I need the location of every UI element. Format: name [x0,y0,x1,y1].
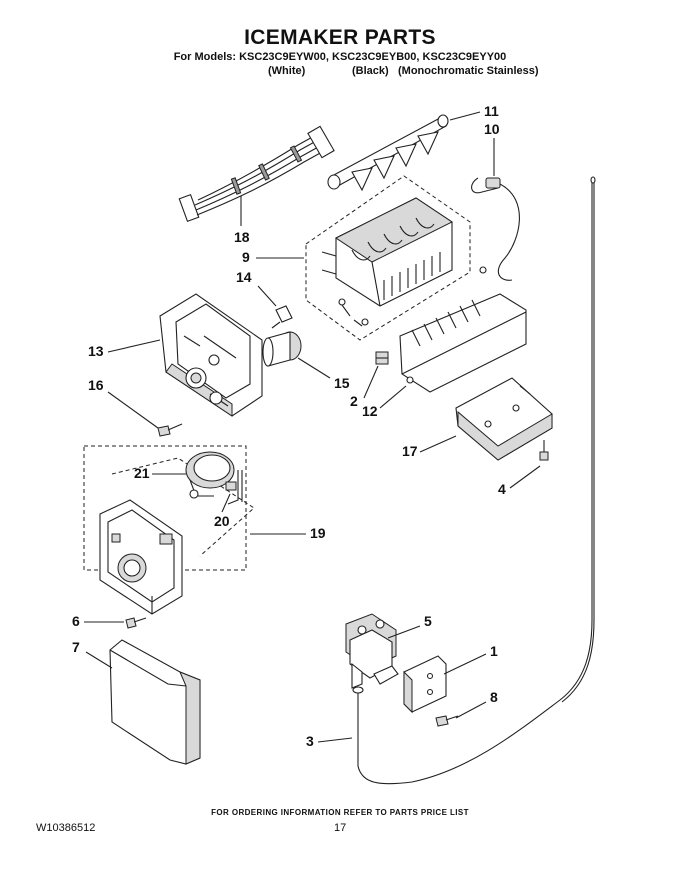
water-valve-part [345,613,399,694]
screw-16-part [157,423,183,437]
screw-4-part [539,440,549,461]
callout-17: 17 [402,443,418,459]
document-number: W10386512 [36,822,96,834]
solenoid-part [239,331,302,369]
ejector-part [327,114,449,192]
ice-stripper-part [399,293,527,393]
callout-9: 9 [242,249,250,265]
ice-mold-part [321,197,453,327]
callouts: 11 10 18 9 14 13 15 2 12 16 17 4 [72,103,541,749]
variant-black-label: (Black) [352,65,389,77]
callout-8: 8 [490,689,498,705]
clip-part [375,351,389,365]
callout-5: 5 [424,613,432,629]
motor-part [185,451,235,499]
control-module-part [159,293,263,417]
page-number: 17 [334,822,347,834]
thermostat-part [471,150,520,281]
screw-6-part [125,617,147,629]
callout-19: 19 [310,525,326,541]
variant-white-label: (White) [268,65,306,77]
ordering-note: FOR ORDERING INFORMATION REFER TO PARTS … [211,808,469,817]
callout-11: 11 [484,103,499,119]
thermistor-part [225,470,243,505]
callout-4: 4 [498,481,506,497]
water-tube-part [357,176,596,785]
callout-18: 18 [234,229,250,245]
callout-12: 12 [362,403,378,419]
callout-7: 7 [72,639,80,655]
callout-6: 6 [72,613,80,629]
callout-2: 2 [350,393,358,409]
icemaker-mount-bracket-part [455,377,553,461]
callout-14: 14 [236,269,252,285]
callout-13: 13 [88,343,104,359]
module-cover-part [109,639,201,765]
icemaker-assembly-outline [305,175,471,341]
valve-bracket-part [403,655,447,714]
module-assembly-outline [83,445,247,571]
callout-10: 10 [484,121,500,137]
callout-16: 16 [88,377,104,393]
models-line: For Models: KSC23C9EYW00, KSC23C9EYB00, … [173,51,507,63]
motor-gear-housing-part [99,499,183,615]
callout-21: 21 [134,465,150,481]
wire-harness-part [178,125,335,223]
screw-8-part [435,715,459,727]
variant-stainless-label: (Monochromatic Stainless) [398,65,539,77]
mounting-bracket-part [271,305,293,329]
callout-1: 1 [490,643,498,659]
callout-20: 20 [214,513,230,529]
callout-15: 15 [334,375,350,391]
page-title: ICEMAKER PARTS [244,26,436,49]
callout-3: 3 [306,733,314,749]
